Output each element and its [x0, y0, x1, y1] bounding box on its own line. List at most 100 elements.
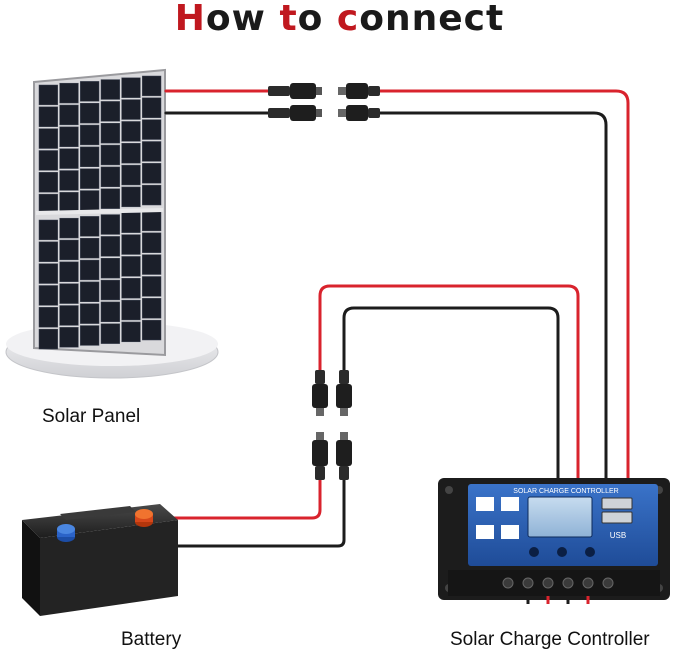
panel-cell [80, 102, 100, 124]
mode-icon [476, 497, 494, 511]
panel-cell [59, 239, 79, 261]
panel-cell [80, 124, 100, 146]
panel-cell [59, 327, 79, 348]
panel-cell [121, 212, 141, 233]
set-voltage-icon [501, 497, 519, 511]
usb-port-1 [601, 497, 633, 510]
panel-cell [59, 283, 79, 304]
mc4-vertical-upper-negative [336, 370, 352, 416]
title-text-o: o [297, 0, 337, 39]
panel-cell [142, 163, 162, 184]
wires [70, 89, 630, 548]
panel-cell [121, 278, 141, 299]
mc4-male-negative [268, 105, 322, 121]
panel-cell [100, 323, 120, 344]
panel-cell [59, 217, 79, 239]
panel-cell [80, 168, 100, 189]
wire-pv-negative-to-controller [374, 111, 608, 484]
panel-cell [142, 276, 162, 297]
panel-cell [59, 82, 79, 104]
terminal-screw [562, 577, 574, 589]
panel-cell [38, 219, 58, 241]
battery [22, 504, 178, 616]
mount-hole-tl [445, 486, 453, 494]
panel-cell [38, 328, 58, 350]
panel-cell [142, 210, 162, 232]
terminal-screw [502, 577, 514, 589]
panel-cell [38, 106, 58, 127]
controller-header-text: SOLAR CHARGE CONTROLLER [513, 488, 618, 495]
panel-cell [100, 301, 120, 323]
panel-cell [59, 170, 79, 191]
mc4-male-positive [268, 83, 322, 99]
panel-cell [100, 279, 120, 301]
panel-cell [80, 237, 100, 259]
panel-midline [35, 208, 164, 215]
panel-cell [121, 77, 141, 98]
panel-cell [100, 166, 120, 188]
panel-cell [121, 99, 141, 120]
panel-cell [142, 141, 162, 162]
mc4-connectors-middle [312, 370, 352, 480]
panel-cell [59, 126, 79, 147]
controller-function-icons [476, 497, 519, 539]
panel-cell [38, 263, 58, 284]
panel-cell [80, 303, 100, 324]
title-text-onnect: onnect [359, 0, 505, 39]
terminal-screw [522, 577, 534, 589]
wire-battery-positive-from-controller [318, 284, 580, 484]
title-letter-c: c [336, 0, 360, 39]
panel-cell [121, 299, 141, 321]
solar-panel [5, 68, 219, 379]
timer-icon [476, 525, 494, 539]
panel-cell [59, 192, 79, 213]
mc4-vertical-lower-negative [336, 432, 352, 480]
mc4-vertical-upper-positive [312, 370, 328, 416]
battery-handle [60, 506, 136, 520]
label-battery: Battery [121, 629, 182, 650]
controller-button-middle[interactable] [557, 547, 567, 557]
mc4-connectors-top [268, 83, 380, 121]
mc4-female-negative [338, 105, 380, 121]
panel-cell [121, 321, 141, 343]
panel-cell [38, 172, 58, 193]
panel-cell [142, 319, 162, 341]
wire-pv-positive-to-controller [374, 89, 630, 484]
title-letter-h: H [174, 0, 206, 39]
title-letter-t: t [279, 0, 298, 39]
panel-cell [38, 285, 58, 306]
panel-cell [121, 121, 141, 142]
controller-button-right[interactable] [585, 547, 595, 557]
panel-cell [38, 307, 58, 328]
panel-cell [38, 84, 58, 106]
charge-controller: SOLAR CHARGE CONTROLLER USB [438, 478, 670, 604]
panel-cell [59, 305, 79, 326]
panel-cell [59, 104, 79, 126]
battery-front-face [40, 520, 178, 616]
label-solar-panel: Solar Panel [42, 406, 141, 427]
panel-cell [80, 259, 100, 281]
panel-cell [80, 216, 100, 237]
panel-cell [80, 281, 100, 302]
page-title: How to connect [0, 0, 679, 40]
panel-cell [121, 143, 141, 164]
panel-cell [121, 234, 141, 255]
panel-cell [38, 150, 58, 171]
panel-cell [100, 188, 120, 209]
usb-port-2 [601, 511, 633, 524]
controller-button-left[interactable] [529, 547, 539, 557]
panel-cell [142, 232, 162, 253]
panel-cell [100, 79, 120, 100]
usb-label: USB [610, 531, 626, 540]
wire-to-battery-positive [146, 476, 322, 520]
full-protect-icon [501, 525, 519, 539]
terminal-screw [582, 577, 594, 589]
panel-cell [142, 298, 162, 319]
panel-cell [100, 214, 120, 235]
title-text-ow: ow [205, 0, 280, 39]
panel-cell [142, 97, 162, 118]
panel-cell [80, 146, 100, 167]
panel-cell [142, 75, 162, 97]
